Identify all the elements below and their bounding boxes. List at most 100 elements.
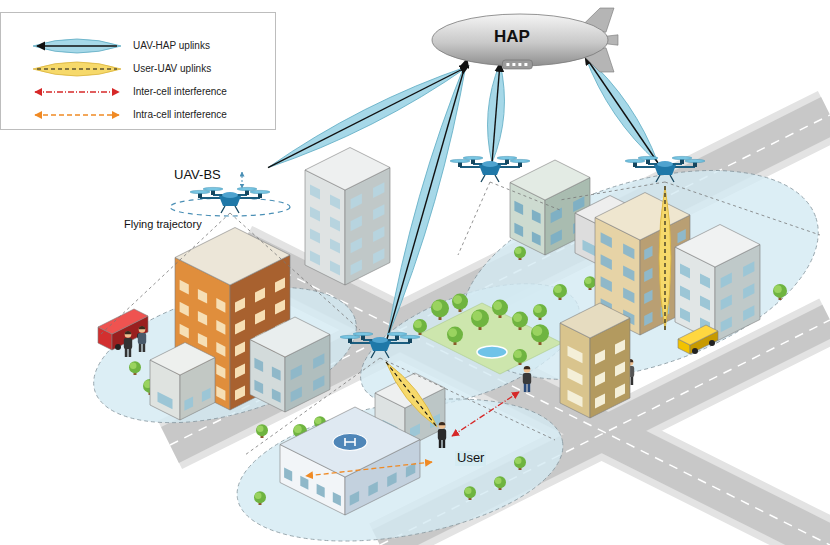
legend-line (35, 114, 119, 115)
window (700, 296, 710, 311)
person-body (438, 429, 446, 440)
building-roof (98, 309, 148, 334)
person (124, 331, 132, 357)
legend-sample (31, 107, 123, 123)
building-roof (560, 303, 630, 338)
building-wall (560, 323, 590, 418)
window (532, 209, 541, 223)
tree-crown (453, 295, 462, 304)
coverage-lines (100, 182, 820, 455)
window (623, 266, 634, 282)
tree-crown (471, 309, 489, 327)
window (623, 288, 634, 304)
tree-crown (294, 425, 302, 433)
window (514, 201, 523, 215)
drone-rotor (625, 159, 645, 162)
person-leg (143, 343, 146, 352)
person (523, 366, 531, 392)
building-roof (305, 148, 390, 191)
pool (477, 346, 507, 358)
inter-cell-interference (452, 392, 519, 436)
coverage-line (380, 358, 555, 440)
tree-crown (255, 492, 262, 499)
annotation: Flying trajectory (122, 218, 204, 231)
tree-crown (256, 424, 268, 436)
legend-sample (31, 38, 123, 54)
building-roof (175, 228, 290, 286)
drone-leg (656, 175, 660, 182)
window (310, 229, 320, 244)
window (721, 317, 732, 333)
building-roof (678, 325, 718, 345)
tree-crown (585, 277, 592, 284)
tree (452, 294, 468, 312)
node-label: HAP (494, 27, 530, 47)
building-roof (595, 193, 690, 241)
hap-airship: HAP (432, 14, 608, 66)
uplink-arrow (492, 63, 500, 163)
window (601, 276, 612, 292)
tree-crown (774, 285, 782, 293)
tree (584, 276, 596, 290)
tree-crown (472, 311, 482, 321)
window (272, 388, 281, 402)
drone-dome (372, 337, 388, 343)
window (275, 300, 285, 315)
window (551, 230, 562, 246)
tree-crown (447, 327, 463, 343)
window (317, 484, 325, 498)
tree-crown (494, 476, 506, 488)
tree (514, 246, 526, 260)
gondola-window (524, 63, 527, 66)
tree-crown (533, 304, 547, 318)
legend-text: Intra-cell interference (133, 109, 227, 120)
window (216, 320, 225, 335)
legend-line (37, 68, 117, 69)
drone-leg (221, 206, 225, 213)
user-label: User (455, 451, 486, 466)
intra-cell-interference (306, 462, 432, 476)
tree-crown (584, 276, 596, 288)
window (330, 217, 340, 232)
drone-rotor (250, 190, 270, 193)
window (601, 232, 612, 248)
tree (514, 456, 526, 470)
user-uplink-line (664, 186, 665, 330)
user-uplink-line (386, 362, 437, 427)
coverage-line (665, 182, 820, 235)
building-roof (250, 317, 330, 357)
person (138, 326, 146, 352)
window (351, 194, 362, 210)
window (387, 472, 396, 487)
tree (513, 349, 527, 365)
uplink-connector (268, 66, 469, 168)
legend-entry: User-UAV uplinks (1, 60, 275, 78)
drone-rotor (353, 332, 373, 335)
window (595, 394, 605, 409)
drone-rotor (497, 156, 517, 159)
user-uplink-beam (659, 186, 671, 330)
window (216, 386, 225, 401)
window (333, 492, 341, 506)
person-body (523, 373, 531, 384)
city-objects (98, 148, 787, 516)
drone (340, 332, 420, 358)
person-head (524, 366, 531, 373)
tree (256, 424, 268, 438)
uplink-beam (585, 56, 658, 163)
window (601, 254, 612, 270)
tree (773, 284, 787, 300)
person-leg (528, 383, 531, 392)
drone-rotor (387, 332, 407, 335)
building-roof (280, 407, 420, 477)
helipad-mark (345, 438, 355, 446)
legend-text: User-UAV uplinks (133, 63, 211, 74)
tree-crown (553, 284, 567, 298)
window (255, 310, 265, 325)
drone-rotor (672, 156, 692, 159)
tree-crown (257, 425, 264, 432)
drone-dome (657, 161, 673, 167)
vehicle-wheel (692, 348, 698, 354)
legend-line (37, 45, 117, 46)
